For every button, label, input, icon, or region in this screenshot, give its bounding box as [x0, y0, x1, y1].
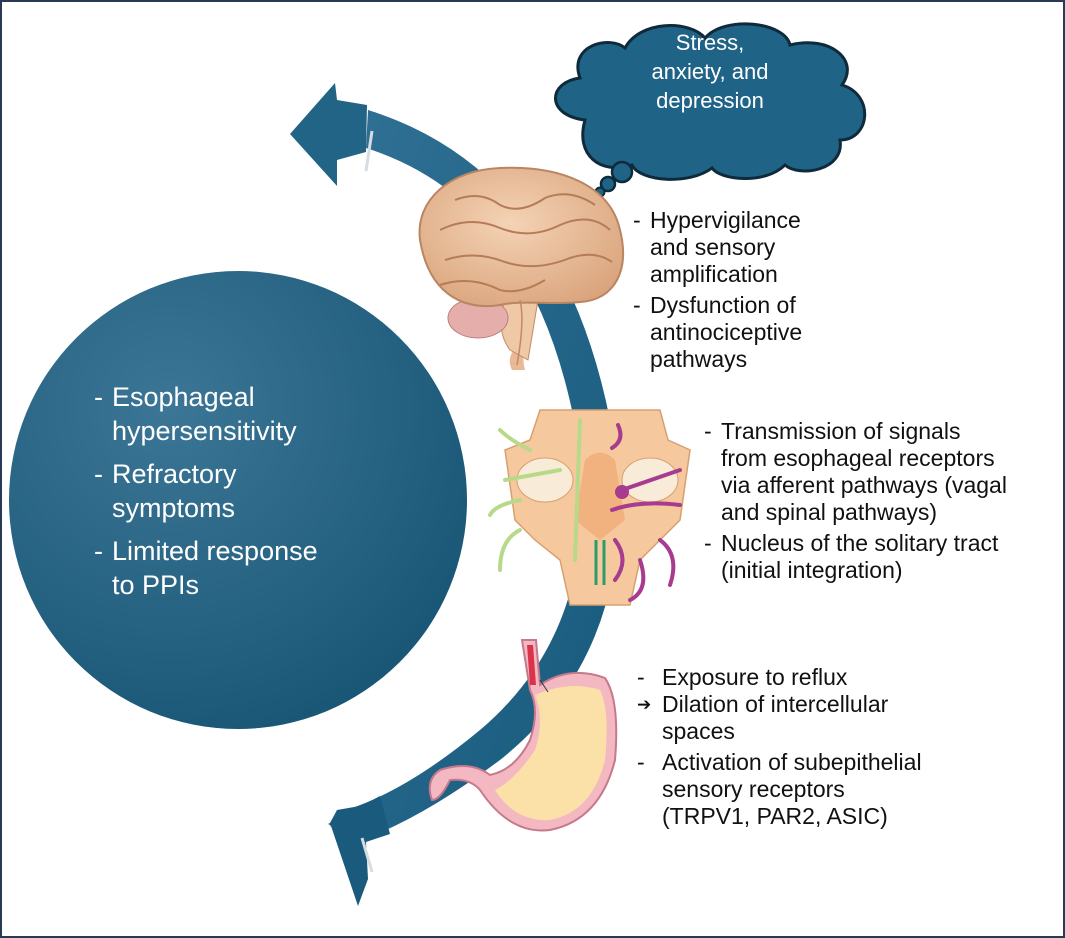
- cloud-line: anxiety, and: [651, 59, 769, 84]
- circle-item: - Refractory symptoms: [94, 457, 318, 525]
- brain-item-line: pathways: [650, 346, 748, 372]
- brainstem-icon: [488, 409, 691, 606]
- brain-description: - Hypervigilance and sensory amplificati…: [633, 207, 802, 377]
- circle-label-list: - Esophageal hypersensitivity - Refracto…: [94, 380, 318, 611]
- brainstem-item-line: via afferent pathways (vagal: [721, 472, 1007, 498]
- bullet: -: [704, 530, 712, 556]
- brain-item-line: Dysfunction of: [650, 292, 796, 318]
- circle-item-line: Limited response: [112, 536, 318, 566]
- brain-item: - Dysfunction of antinociceptive pathway…: [633, 292, 802, 373]
- stomach-item: - Exposure to reflux: [637, 664, 922, 691]
- brain-item: - Hypervigilance and sensory amplificati…: [633, 207, 802, 288]
- brain-icon: [418, 166, 625, 370]
- stomach-item: ➔ Dilation of intercellular spaces: [637, 691, 922, 745]
- stomach-item-line: spaces: [662, 718, 735, 744]
- cloud-label: Stress, anxiety, and depression: [620, 28, 800, 115]
- brain-item-line: amplification: [650, 261, 778, 287]
- stomach-icon: [428, 639, 618, 832]
- arrow-top-icon: [290, 83, 374, 186]
- summary-circle: [9, 271, 467, 729]
- brainstem-description: - Transmission of signals from esophagea…: [704, 418, 1007, 588]
- circle-item-line: Refractory: [112, 459, 237, 489]
- cloud-line: Stress,: [675, 30, 745, 55]
- stomach-item-line: (TRPV1, PAR2, ASIC): [662, 803, 888, 829]
- bullet: -: [633, 207, 641, 233]
- arrow-bottom-icon: [328, 796, 390, 906]
- bullet: -: [704, 418, 712, 444]
- circle-item-line: hypersensitivity: [112, 416, 297, 446]
- bullet: -: [633, 292, 641, 318]
- brain-item-line: Hypervigilance: [650, 207, 801, 233]
- thought-cloud-icon: [554, 22, 867, 198]
- brain-item-line: and sensory: [650, 234, 776, 260]
- bullet: -: [637, 749, 645, 775]
- bullet: -: [637, 664, 645, 690]
- cloud-line: depression: [656, 88, 764, 113]
- stomach-item-line: sensory receptors: [662, 776, 845, 802]
- brainstem-item: - Transmission of signals from esophagea…: [704, 418, 1007, 526]
- circle-item-line: to PPIs: [112, 570, 200, 600]
- brainstem-item-line: Transmission of signals: [721, 418, 961, 444]
- brainstem-item-line: (initial integration): [721, 557, 903, 583]
- stomach-item-line: Exposure to reflux: [662, 664, 848, 690]
- brainstem-item-line: and spinal pathways): [721, 499, 938, 525]
- arrow-right-icon: ➔: [637, 695, 652, 714]
- circle-item-line: Esophageal: [112, 382, 255, 412]
- bullet: -: [94, 382, 103, 412]
- stomach-item: - Activation of subepithelial sensory re…: [637, 749, 922, 830]
- brainstem-item-line: from esophageal receptors: [721, 445, 995, 471]
- circle-item: - Esophageal hypersensitivity: [94, 380, 318, 448]
- brainstem-item-line: Nucleus of the solitary tract: [721, 530, 999, 556]
- stomach-item-line: Dilation of intercellular: [662, 691, 889, 717]
- stomach-description: - Exposure to reflux ➔ Dilation of inter…: [637, 664, 922, 834]
- stomach-item-line: Activation of subepithelial: [662, 749, 922, 775]
- bullet: -: [94, 459, 103, 489]
- bullet: -: [94, 536, 103, 566]
- brain-item-line: antinociceptive: [650, 319, 803, 345]
- brainstem-item: - Nucleus of the solitary tract (initial…: [704, 530, 1007, 584]
- circle-item: - Limited response to PPIs: [94, 534, 318, 602]
- circle-item-line: symptoms: [112, 493, 236, 523]
